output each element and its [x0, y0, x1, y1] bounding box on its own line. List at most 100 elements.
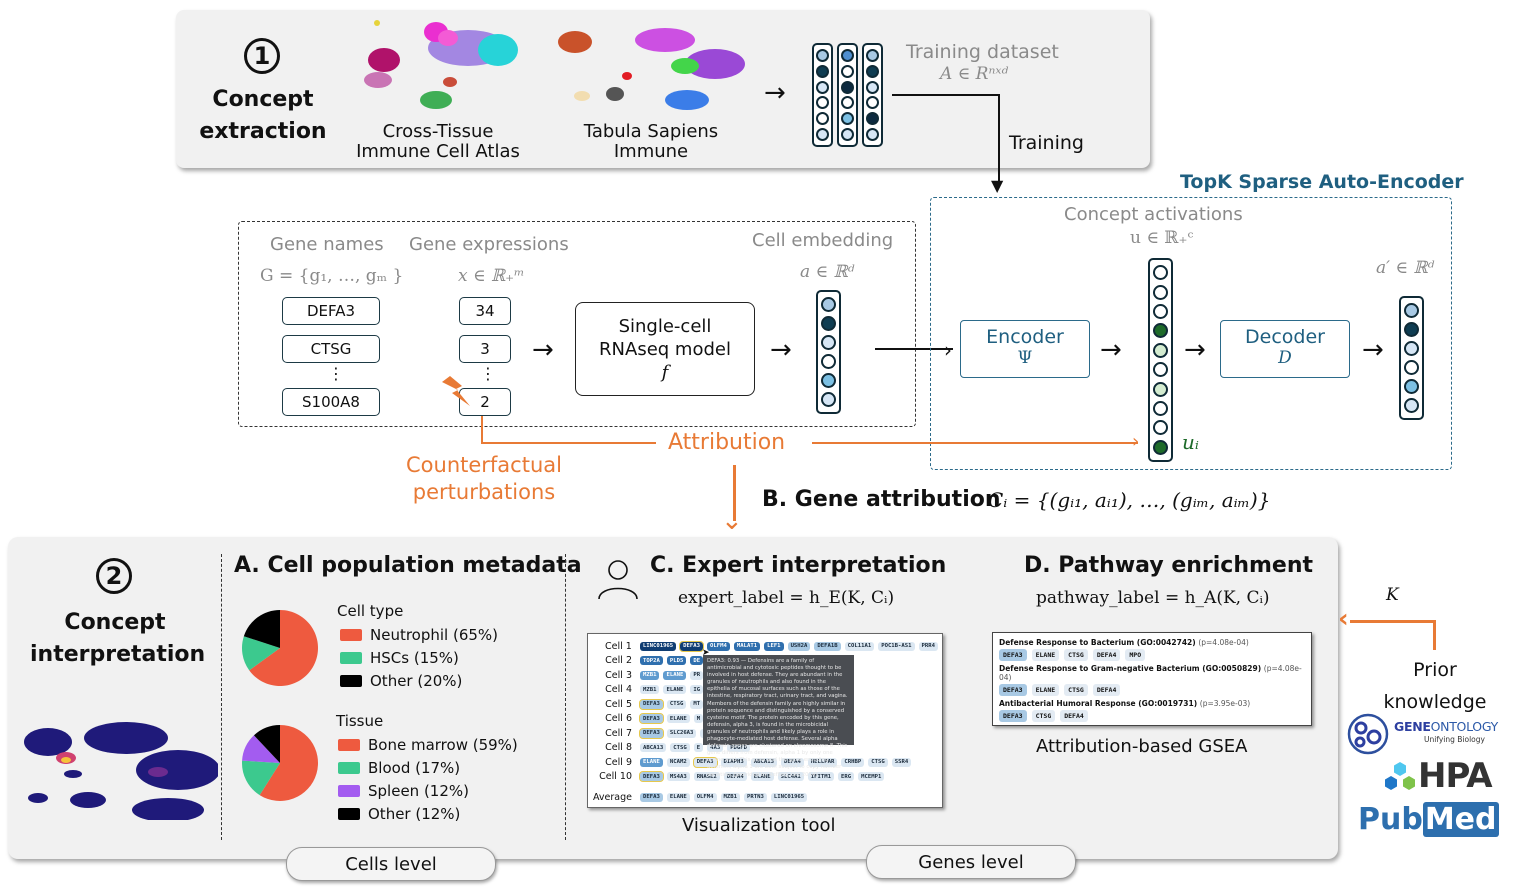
node — [1404, 379, 1419, 394]
gene-chip[interactable]: MZB1 — [720, 792, 741, 802]
gene-chip[interactable]: DE — [690, 656, 704, 666]
gene-chip[interactable]: OLFM4 — [707, 641, 730, 651]
gsea-term-title: Antibacterial Humoral Response (GO:00197… — [999, 699, 1251, 708]
gene-chip[interactable]: ABCA13 — [640, 743, 667, 753]
gene-chip[interactable]: DEFA3 — [692, 756, 718, 768]
gsea-gene-chip: DEFA3 — [999, 649, 1027, 661]
gene-chip[interactable]: IFITM1 — [807, 772, 835, 782]
training-dataset-math: A ∈ Rⁿˣᵈ — [940, 64, 1009, 84]
gene-chip[interactable]: PR — [690, 670, 704, 680]
node — [866, 49, 879, 63]
gene-chip[interactable]: MT — [690, 699, 704, 709]
gene-chip[interactable]: MS4A3 — [666, 772, 690, 782]
gene-chip[interactable]: SLC4A1 — [777, 772, 804, 782]
gene-chip[interactable]: MZB1 — [640, 670, 660, 680]
gene-chip[interactable]: DEFA1B — [814, 641, 841, 651]
gene-chip[interactable]: DEFA3 — [639, 771, 664, 783]
gene-chip[interactable]: TOP2A — [640, 656, 663, 666]
gsea-gene-chip: CTSG — [1064, 649, 1088, 661]
gene-chip[interactable]: ELANE — [750, 772, 774, 782]
gene-chip[interactable]: LEF1 — [764, 641, 784, 651]
gene-ontology-tagline: Unifying Biology — [1424, 735, 1485, 744]
gene-chip[interactable]: CTSG — [666, 699, 687, 709]
gene-chip[interactable]: RNASE2 — [693, 772, 720, 782]
gene-chip[interactable]: DEFA4 — [780, 757, 804, 767]
arrow-right-icon: → — [764, 78, 786, 108]
legend-item: HSCs (15%) — [340, 646, 498, 669]
pie-slice — [253, 725, 280, 763]
gene-chip[interactable]: CRHBP — [841, 757, 865, 767]
gene-chip[interactable]: ELANE — [663, 670, 687, 680]
gsea-gene-chip: DEFA4 — [1092, 649, 1121, 661]
divider — [565, 554, 566, 840]
gene-attribution-math: Cᵢ = {(gᵢ₁, aᵢ₁), …, (gᵢₘ, aᵢₘ)} — [988, 488, 1271, 512]
gene-chip[interactable]: M — [693, 714, 704, 724]
gene-chip[interactable]: MCEMP1 — [858, 772, 885, 782]
gene-chip[interactable]: SLC26A3 — [666, 728, 697, 738]
gene-chip[interactable]: USH2A — [787, 641, 811, 651]
pie-slice — [242, 636, 280, 671]
gene-chip[interactable]: OLFM4 — [693, 792, 717, 802]
gene-chip[interactable]: IG — [690, 685, 704, 695]
gene-chip[interactable]: E — [693, 743, 704, 753]
gene-chip[interactable]: 4A3 — [707, 743, 724, 753]
gene-chip[interactable]: NCAM2 — [666, 757, 690, 767]
legend-label: Other (12%) — [368, 804, 461, 823]
gene-chip[interactable]: MZB1 — [640, 685, 660, 695]
gene-chip[interactable]: POC1B-AS1 — [878, 641, 915, 651]
gene-chip[interactable]: COL11A1 — [844, 641, 875, 651]
gene-expression-box: 3 — [459, 335, 511, 363]
step-2-badge: 2 — [96, 558, 132, 594]
node — [1404, 360, 1419, 375]
gene-expression-box: 34 — [459, 297, 511, 325]
training-connector-h — [892, 94, 1000, 96]
step-1-title: Concept extraction — [196, 84, 330, 148]
gene-chip[interactable]: ELANE — [640, 757, 663, 767]
gene-chip[interactable]: ELANE — [666, 792, 690, 802]
gene-chip[interactable]: DEFA3 — [639, 698, 664, 710]
attribution-label: Attribution — [668, 430, 786, 455]
gene-chip[interactable]: CTSG — [868, 757, 888, 767]
gene-chip[interactable]: ELANE — [663, 685, 687, 695]
gene-expressions-math: x ∈ ℝ₊ᵐ — [458, 266, 525, 286]
node — [1153, 420, 1168, 436]
gene-chip[interactable]: DEFA3 — [640, 792, 663, 802]
gene-chip[interactable]: PLD5 — [666, 656, 687, 666]
node — [841, 80, 854, 94]
prior-knowledge-label: Prior knowledge — [1370, 654, 1500, 718]
gene-chip[interactable]: DEFA3 — [679, 640, 705, 652]
row-label: Cell 2 — [605, 655, 632, 667]
gene-chip[interactable]: ERG — [838, 772, 855, 782]
gene-chip[interactable]: PDGFD — [727, 743, 751, 753]
gene-chip[interactable]: DEFA3 — [639, 713, 664, 725]
sae-box — [930, 197, 1452, 470]
gene-chip[interactable]: SSR4 — [891, 757, 912, 767]
visualization-row: Cell 10DEFA3MS4A3RNASE2DEFA4ELANESLC4A1I… — [588, 770, 942, 785]
umap-concept-activation-image — [24, 722, 218, 820]
gene-chip[interactable]: HELLPAR — [807, 757, 838, 767]
gene-chip[interactable]: ABCA13 — [750, 757, 777, 767]
gene-chip[interactable]: PRR4 — [918, 641, 938, 651]
legend-item: Blood (17%) — [338, 756, 518, 779]
gsea-term-title: Defense Response to Bacterium (GO:004274… — [999, 638, 1249, 647]
gene-chip[interactable]: DEFA3 — [639, 727, 664, 739]
node — [821, 335, 836, 350]
gene-chip[interactable]: ELANE — [666, 714, 690, 724]
visualization-tool-caption: Visualization tool — [682, 815, 836, 836]
pie-tissue-title: Tissue — [336, 712, 384, 730]
gene-chip[interactable]: LINC01965 — [639, 641, 677, 651]
node — [1404, 341, 1419, 356]
gene-chip[interactable]: PRTN3 — [744, 792, 767, 802]
gene-chip[interactable]: LINC01965 — [770, 792, 808, 802]
pie-slice — [242, 735, 280, 763]
cell-embedding-math: a ∈ ℝᵈ — [800, 262, 855, 282]
gene-chip[interactable]: DIAPH3 — [720, 757, 747, 767]
legend-item: Spleen (12%) — [338, 779, 518, 802]
gene-chip[interactable]: DEFA4 — [723, 772, 747, 782]
cell-embedding-label: Cell embedding — [752, 230, 894, 251]
gene-chip[interactable]: CTSG — [670, 743, 690, 753]
gene-chip[interactable]: MALAT1 — [733, 641, 761, 651]
